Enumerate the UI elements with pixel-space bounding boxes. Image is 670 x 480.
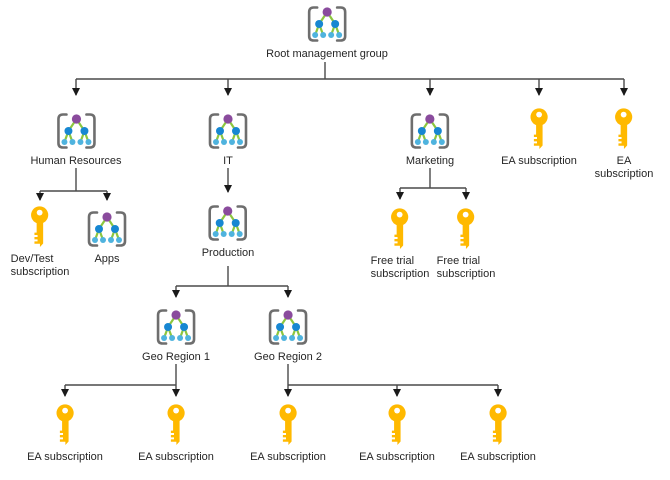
node-free-trial-subscription-1: Free trial subscription	[370, 208, 430, 281]
node-icon-wrap	[28, 206, 52, 248]
key-icon	[530, 108, 548, 149]
node-label: EA subscription	[138, 451, 214, 463]
node-marketing: Marketing	[406, 108, 454, 168]
management-group-icon	[268, 309, 308, 345]
management-group-icon	[410, 113, 450, 149]
node-label: Dev/Test subscription	[10, 253, 70, 278]
key-icon	[391, 208, 409, 249]
node-label: IT	[223, 155, 233, 167]
node-geo-region-2: Geo Region 2	[254, 304, 322, 364]
key-icon	[388, 404, 406, 445]
node-label: EA subscription	[501, 155, 577, 167]
node-dev-test-subscription: Dev/Test subscription	[10, 206, 70, 279]
node-icon-wrap	[155, 304, 197, 346]
node-production: Production	[201, 200, 255, 260]
key-icon	[167, 404, 185, 445]
management-group-icon	[87, 211, 127, 247]
key-icon	[56, 404, 74, 445]
node-label: Geo Region 2	[254, 351, 322, 363]
node-icon-wrap	[612, 108, 636, 150]
key-icon	[31, 206, 49, 247]
node-ea-subscription-3: EA subscription	[27, 404, 103, 464]
node-label: Marketing	[405, 155, 455, 167]
node-root-management-group: Root management group	[266, 1, 388, 61]
node-icon-wrap	[207, 200, 249, 242]
node-ea-subscription-6: EA subscription	[359, 404, 435, 464]
node-label: Production	[201, 247, 255, 259]
node-icon-wrap	[385, 404, 409, 446]
node-human-resources: Human Resources	[30, 108, 122, 168]
node-label: Human Resources	[30, 155, 122, 167]
node-ea-subscription-5: EA subscription	[250, 404, 326, 464]
node-label: EA subscription	[359, 451, 435, 463]
key-icon	[279, 404, 297, 445]
node-icon-wrap	[388, 208, 412, 250]
node-label: EA subscription	[250, 451, 326, 463]
management-group-icon	[208, 113, 248, 149]
node-icon-wrap	[53, 404, 77, 446]
node-label: Root management group	[266, 48, 388, 60]
node-label: EA subscription	[594, 155, 654, 180]
management-group-icon	[208, 205, 248, 241]
node-ea-subscription-1: EA subscription	[501, 108, 577, 168]
node-label: EA subscription	[460, 451, 536, 463]
node-icon-wrap	[486, 404, 510, 446]
node-ea-subscription-2: EA subscription	[594, 108, 654, 181]
node-label: Apps	[94, 253, 120, 265]
node-label: Free trial subscription	[436, 255, 496, 280]
node-icon-wrap	[409, 108, 451, 150]
node-icon-wrap	[527, 108, 551, 150]
node-icon-wrap	[454, 208, 478, 250]
key-icon	[615, 108, 633, 149]
node-it: IT	[207, 108, 249, 168]
node-label: Geo Region 1	[142, 351, 210, 363]
node-icon-wrap	[267, 304, 309, 346]
node-geo-region-1: Geo Region 1	[142, 304, 210, 364]
node-label: EA subscription	[27, 451, 103, 463]
node-ea-subscription-7: EA subscription	[460, 404, 536, 464]
node-ea-subscription-4: EA subscription	[138, 404, 214, 464]
management-group-icon	[307, 6, 347, 42]
node-icon-wrap	[86, 206, 128, 248]
key-icon	[457, 208, 475, 249]
node-icon-wrap	[207, 108, 249, 150]
management-group-icon	[56, 113, 96, 149]
node-label: Free trial subscription	[370, 255, 430, 280]
node-icon-wrap	[55, 108, 97, 150]
management-group-icon	[156, 309, 196, 345]
node-apps: Apps	[86, 206, 128, 266]
node-icon-wrap	[306, 1, 348, 43]
node-icon-wrap	[164, 404, 188, 446]
node-icon-wrap	[276, 404, 300, 446]
key-icon	[489, 404, 507, 445]
node-free-trial-subscription-2: Free trial subscription	[436, 208, 496, 281]
